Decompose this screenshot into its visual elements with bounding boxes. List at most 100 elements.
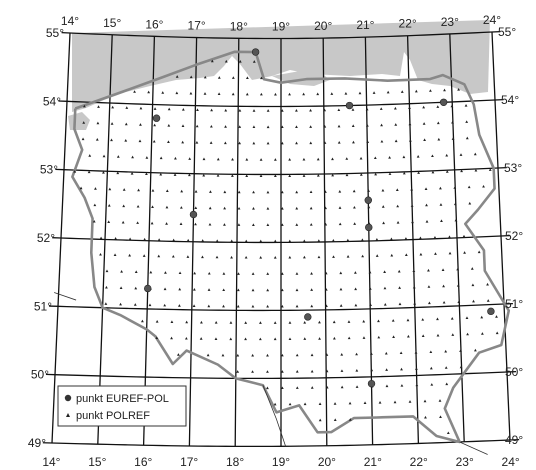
polref-point [192,288,196,291]
polref-point [133,90,136,93]
polref-point [429,89,432,92]
polref-point [167,107,171,111]
polref-point [363,401,367,405]
latitude-label-left: 55° [46,26,64,40]
euref-point [189,210,198,219]
polref-point [280,370,284,373]
polref-point [119,286,123,289]
polref-point [331,157,334,161]
polref-point [167,124,171,127]
polref-point [419,252,423,256]
polref-point [274,92,277,96]
polref-point [443,88,446,92]
polref-point [159,156,163,160]
polref-point [338,222,342,226]
longitude-label-top: 23° [441,15,459,29]
polref-point [302,157,306,161]
polref-point [259,174,263,178]
longitude-label-bottom: 22° [410,455,428,469]
polref-point [353,271,357,274]
polref-point [273,158,277,161]
polref-point [193,271,197,275]
polref-point [424,415,427,419]
polref-point [295,125,298,128]
polref-point [188,157,192,160]
latitude-label-left: 49° [28,436,46,450]
euref-point [439,98,448,106]
polref-point [128,253,132,257]
polref-point [465,136,469,140]
polref-point [351,124,355,128]
parallel [42,438,520,448]
polref-point [368,287,372,290]
polref-point [445,382,449,386]
polref-point [113,253,117,257]
polref-point [215,239,219,242]
polref-point [280,141,284,145]
polref-point [295,109,298,112]
polref-point [367,205,371,209]
polref-point [165,222,168,225]
polref-point [266,223,270,226]
polref-point [332,255,335,258]
parallel [52,234,510,244]
polref-point [102,154,106,158]
polref-point [124,139,128,142]
polref-point [486,299,490,302]
polref-point [104,302,108,305]
polref-legend-icon [66,413,70,417]
polref-point [288,402,292,406]
polref-point [411,220,414,224]
polref-point [280,207,284,210]
polref-point [318,337,321,340]
polref-point [259,239,263,243]
polref-point [82,121,86,124]
polref-point [398,286,402,289]
polref-point [466,332,469,336]
polref-point [295,206,299,210]
polref-point [181,124,185,127]
polref-point [110,122,114,125]
polref-point [237,272,240,275]
polref-point [379,107,383,110]
graticule [42,30,520,448]
polref-point [195,124,199,128]
polref-point [179,206,183,209]
polref-point [266,353,269,357]
polref-point [141,319,144,323]
polref-point [273,402,277,406]
polref-point [245,174,249,177]
polref-point [310,304,314,308]
polref-point [209,190,212,193]
polref-point [165,205,169,209]
latitude-label-right: 49° [505,433,523,447]
polref-point [333,402,337,405]
polref-point [81,137,85,141]
polref-point [391,319,395,322]
polref-point [372,91,376,94]
polref-point [266,190,270,194]
polref-point [429,350,433,354]
polref-point [395,188,399,191]
euref-point [345,101,354,110]
polref-point [358,91,362,95]
polref-point [436,121,440,125]
polref-point [325,304,328,307]
polref-point [431,154,434,158]
polref-point [167,140,170,143]
latitude-label-right: 51° [505,297,523,311]
polref-point [280,304,284,308]
polref-point [378,401,382,404]
polref-point [223,190,227,194]
polref-point [238,125,242,128]
polref-point [238,109,242,112]
longitude-label-top: 16° [145,17,163,31]
polref-point [352,140,355,144]
szczecin-lagoon [68,112,90,130]
polref-point [448,235,451,239]
polref-point [324,206,327,210]
polref-point [361,254,365,258]
polref-point [388,156,392,159]
polref-point [456,284,460,287]
polref-point [488,168,492,171]
